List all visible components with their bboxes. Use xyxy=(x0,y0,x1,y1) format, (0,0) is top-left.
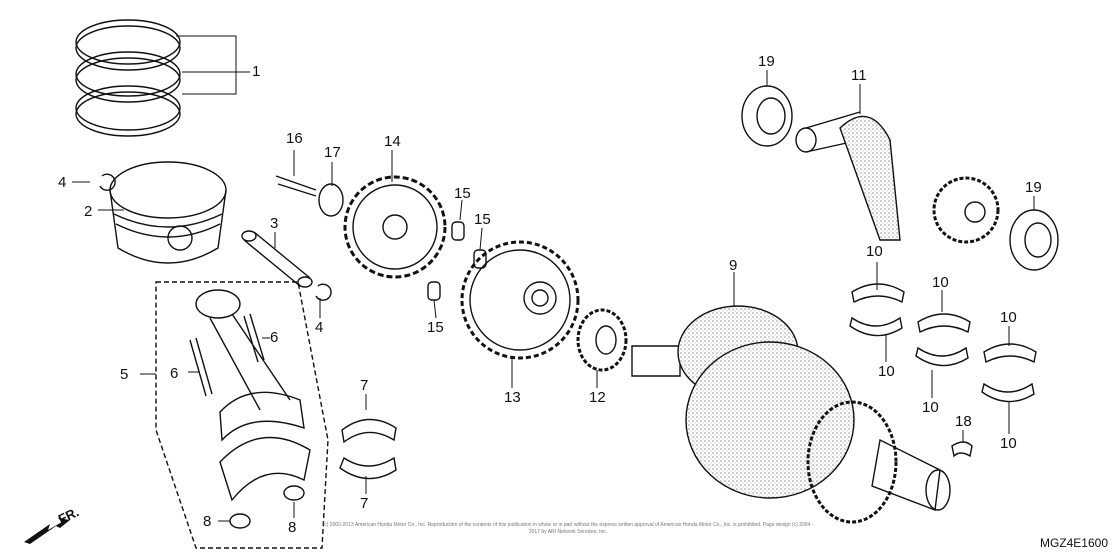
piston-pin-clip-upper xyxy=(99,173,116,191)
callout-9[interactable]: 9 xyxy=(729,257,738,274)
gear-bolt xyxy=(275,175,317,197)
rod-nut-left xyxy=(229,513,251,529)
main-bearing-6 xyxy=(981,382,1035,403)
main-bearing-1 xyxy=(851,283,905,304)
callout-7-upper[interactable]: 7 xyxy=(360,377,369,394)
callout-19-lower[interactable]: 19 xyxy=(1025,179,1042,196)
front-direction-arrow-icon xyxy=(24,518,70,544)
callout-16[interactable]: 16 xyxy=(286,130,303,147)
rod-bolt-right xyxy=(243,313,265,363)
rod-bolt-left xyxy=(189,337,213,397)
callout-2[interactable]: 2 xyxy=(84,203,93,220)
piston-pin-clip-lower xyxy=(315,283,332,301)
callout-13[interactable]: 13 xyxy=(504,389,521,406)
callout-14[interactable]: 14 xyxy=(384,133,401,150)
callout-5[interactable]: 5 xyxy=(120,366,129,383)
callout-10-a[interactable]: 10 xyxy=(866,243,883,260)
rod-nut-right xyxy=(283,485,305,501)
callout-10-e[interactable]: 10 xyxy=(922,399,939,416)
balancer-shaft xyxy=(795,111,1000,244)
main-bearing-5 xyxy=(983,343,1037,364)
main-bearing-2 xyxy=(849,316,903,337)
callout-12[interactable]: 12 xyxy=(589,389,606,406)
callout-11[interactable]: 11 xyxy=(851,67,867,84)
callout-3[interactable]: 3 xyxy=(270,215,279,232)
bearing-lower xyxy=(1009,209,1059,271)
callout-4-lower[interactable]: 4 xyxy=(315,319,324,336)
callout-7-lower[interactable]: 7 xyxy=(360,495,369,512)
washer xyxy=(318,183,344,217)
callout-10-d[interactable]: 10 xyxy=(878,363,895,380)
diagram-code: MGZ4E1600 xyxy=(1039,536,1108,550)
primary-drive-gear xyxy=(460,240,580,360)
leader-lines xyxy=(72,35,1035,522)
conrod-bearing-lower xyxy=(339,456,397,480)
primary-drive-sub-gear xyxy=(343,175,447,279)
callout-4-upper[interactable]: 4 xyxy=(58,174,67,191)
callout-18[interactable]: 18 xyxy=(955,413,972,430)
piston xyxy=(109,161,227,264)
callout-10-f[interactable]: 10 xyxy=(1000,435,1017,452)
bearing-upper xyxy=(741,85,793,147)
connecting-rod xyxy=(195,289,311,502)
callout-8-left[interactable]: 8 xyxy=(203,513,212,530)
main-bearing-3 xyxy=(917,313,971,334)
callout-15-a[interactable]: 15 xyxy=(454,185,471,202)
callout-15-c[interactable]: 15 xyxy=(427,319,444,336)
connecting-rod-group-outline xyxy=(155,281,329,549)
callout-19-upper[interactable]: 19 xyxy=(758,53,775,70)
callout-15-b[interactable]: 15 xyxy=(474,211,491,228)
timing-gear xyxy=(576,308,628,372)
piston-rings xyxy=(75,19,181,137)
piston-pin xyxy=(241,230,313,288)
conrod-bearing-upper xyxy=(341,418,397,444)
copyright-notice: (c) 2002-2013 American Honda Motor Co., … xyxy=(322,522,814,535)
callout-10-c[interactable]: 10 xyxy=(1000,309,1017,326)
spring-3 xyxy=(427,281,441,301)
woodruff-key xyxy=(951,441,973,458)
callout-1[interactable]: 1 xyxy=(252,63,261,80)
main-bearing-4 xyxy=(915,346,969,367)
crankshaft xyxy=(631,305,951,524)
callout-8-right[interactable]: 8 xyxy=(288,519,297,536)
spring-1 xyxy=(451,221,465,241)
callout-10-b[interactable]: 10 xyxy=(932,274,949,291)
callout-6-left[interactable]: 6 xyxy=(170,365,179,382)
callout-6-right[interactable]: 6 xyxy=(270,329,279,346)
callout-17[interactable]: 17 xyxy=(324,144,341,161)
